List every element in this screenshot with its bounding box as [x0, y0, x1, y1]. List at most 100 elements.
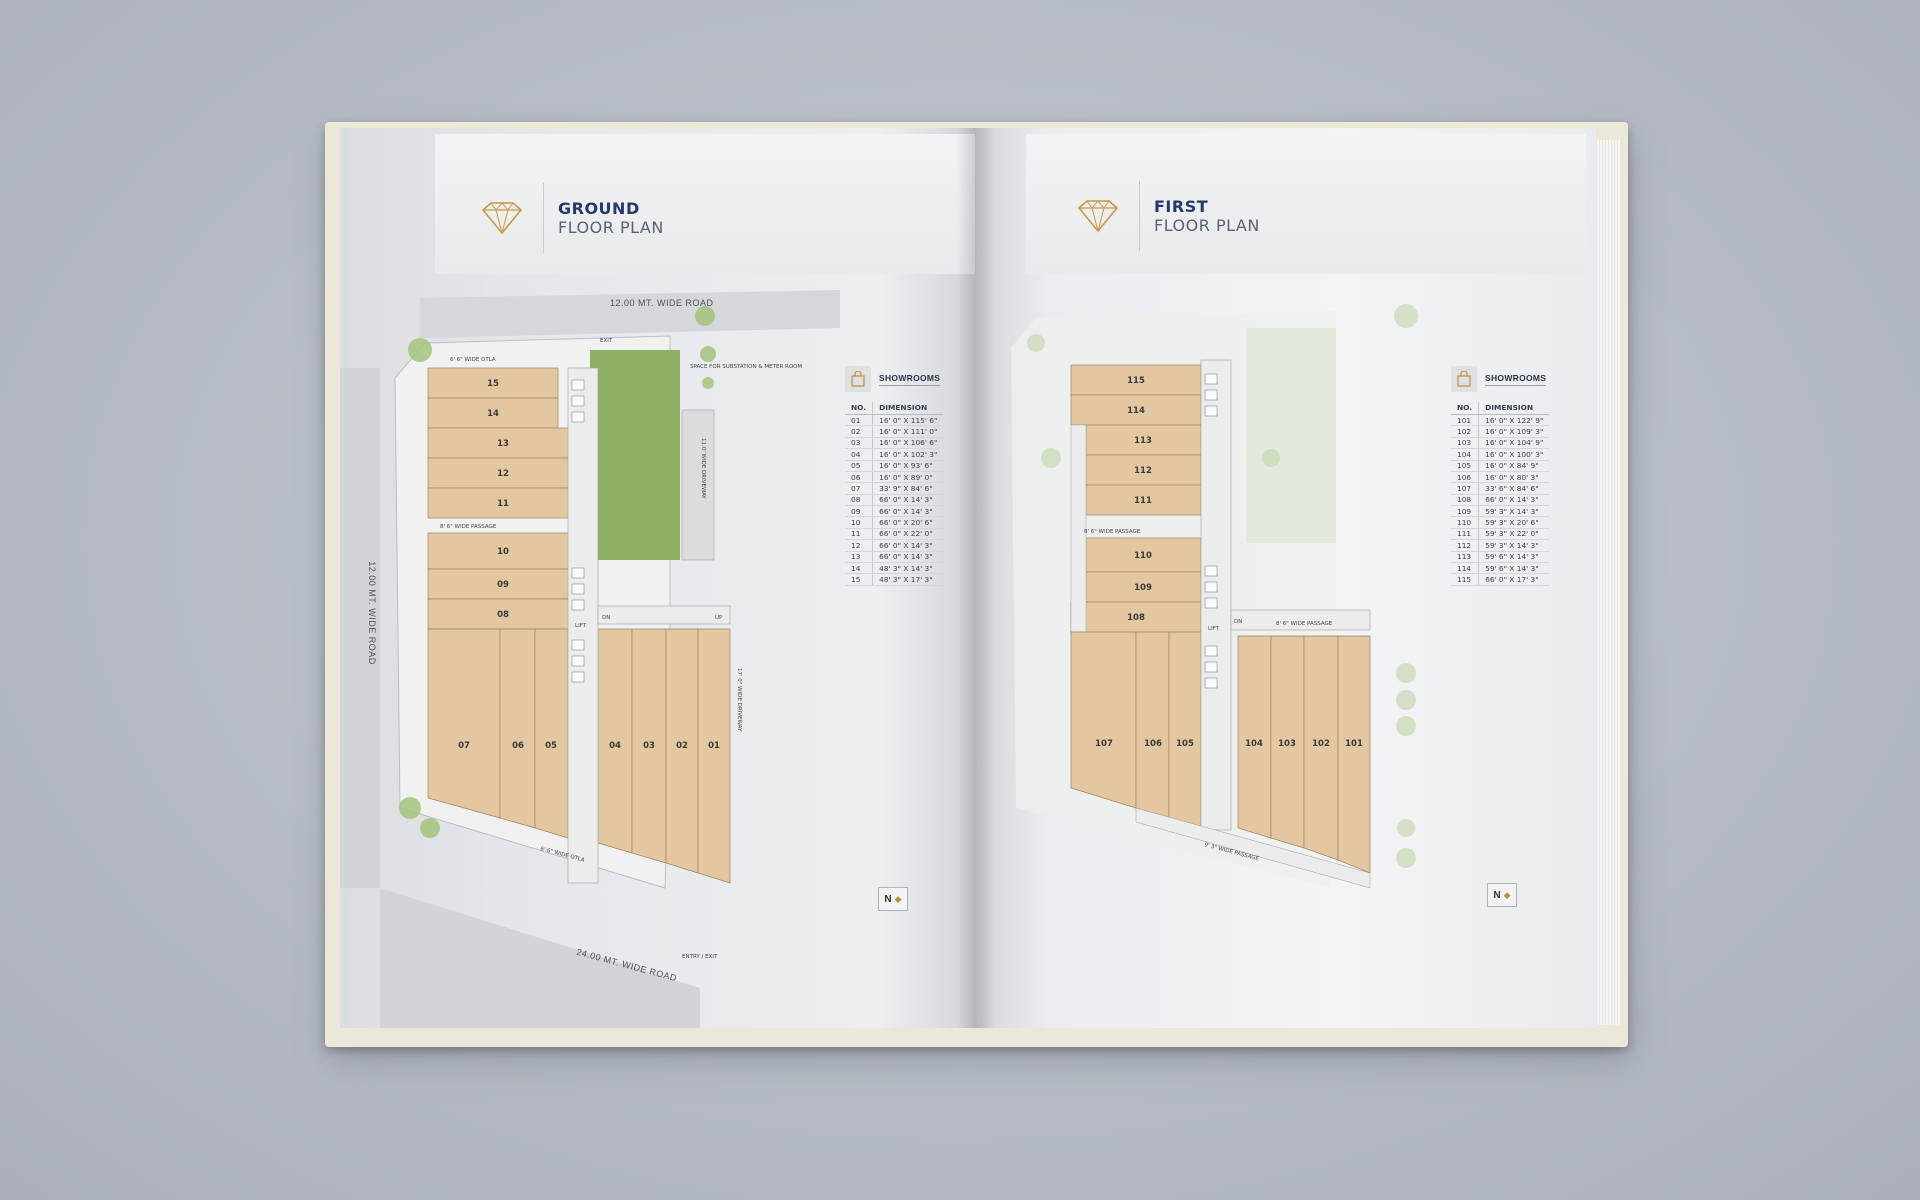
legend-title: SHOWROOMS: [1485, 373, 1547, 386]
book-gutter: [956, 128, 996, 1028]
unit-number-cell: 112: [1451, 539, 1480, 552]
unit-number-cell: 03: [845, 437, 874, 450]
unit-number-cell: 14: [845, 562, 874, 575]
right-header-band: [1026, 134, 1586, 274]
unit-number-cell: 108: [1451, 494, 1480, 507]
left-title-block: GROUND FLOOR PLAN: [475, 183, 664, 253]
unit-label: 112: [1134, 466, 1152, 476]
central-garden: [590, 350, 680, 560]
unit-label: 103: [1278, 739, 1296, 749]
page-title-line1: FIRST: [1154, 197, 1209, 216]
unit-number-cell: 05: [845, 460, 874, 472]
table-header: DIMENSION: [1478, 402, 1550, 415]
unit-label: 08: [497, 610, 509, 620]
legend-title: SHOWROOMS: [879, 373, 941, 386]
dimension-cell: 16' 0" X 89' 0": [872, 471, 944, 484]
garden-ghost: [1246, 328, 1336, 543]
top-road: [420, 290, 840, 338]
dimension-cell: 16' 0" X 100' 3": [1478, 448, 1550, 461]
connector-passage: [1230, 609, 1371, 631]
dimension-cell: 16' 0" X 84' 9": [1478, 460, 1550, 472]
unit-number-cell: 110: [1451, 516, 1480, 529]
unit-number-cell: 02: [845, 425, 874, 438]
bottom-road: [380, 888, 700, 1028]
otla-label: 6' 6" WIDE OTLA: [450, 357, 496, 363]
unit-label: 09: [497, 580, 509, 590]
lower-units: [1070, 631, 1371, 874]
page-title-line2: FLOOR PLAN: [558, 218, 664, 237]
exit-label: EXIT: [600, 338, 613, 344]
north-label: N: [884, 893, 892, 905]
dimension-cell: 59' 3" X 14' 3": [1478, 539, 1550, 552]
dimension-cell: 59' 6" X 14' 3": [1478, 562, 1550, 575]
page-title-line1: GROUND: [558, 199, 640, 218]
dimension-cell: 66' 0" X 14' 3": [872, 505, 944, 518]
unit-number-cell: 11: [845, 528, 874, 541]
road-label-left: 12.00 MT. WIDE ROAD: [366, 561, 377, 665]
north-indicator: N◆: [878, 887, 908, 911]
page-title-line2: FLOOR PLAN: [1154, 216, 1260, 235]
unit-label: 12: [497, 469, 509, 479]
upper-units: [1070, 364, 1202, 633]
unit-label: 104: [1245, 739, 1263, 749]
lower-units: [427, 628, 731, 884]
unit-label: 106: [1144, 739, 1162, 749]
unit-number-cell: 13: [845, 551, 874, 563]
unit-number-cell: 09: [845, 505, 874, 518]
connector-passage: [597, 605, 731, 625]
unit-number-cell: 111: [1451, 528, 1480, 541]
left-header-band: [435, 134, 975, 274]
compass-icon: ◆: [1503, 889, 1511, 900]
dimension-cell: 66' 0" X 14' 3": [872, 539, 944, 552]
unit-label: 15: [487, 379, 499, 389]
unit-number-cell: 06: [845, 471, 874, 484]
passage-label: 8' 6" WIDE PASSAGE: [1276, 621, 1333, 627]
dimension-cell: 66' 0" X 20' 6": [872, 516, 944, 529]
unit-number-cell: 08: [845, 494, 874, 507]
unit-labels: 115 114 113 112 111 110 109 108 107 106 …: [1095, 376, 1363, 749]
entry-exit-label: ENTRY / EXIT: [682, 954, 718, 960]
first-floor-plan: 115 114 113 112 111 110 109 108 107 106 …: [1011, 304, 1418, 889]
unit-number-cell: 10: [845, 516, 874, 529]
unit-label: 113: [1134, 436, 1152, 446]
road-label-top: 12.00 MT. WIDE ROAD: [610, 298, 714, 308]
unit-number-cell: 04: [845, 448, 874, 461]
core-passage: [1200, 359, 1232, 831]
unit-label: 10: [497, 547, 509, 557]
unit-label: 111: [1134, 496, 1152, 506]
diamond-icon: [481, 202, 523, 235]
driveway-label: 11.0' WIDE DRIVEWAY: [700, 438, 706, 499]
lift-label: LIFT: [575, 623, 587, 629]
unit-number-cell: 105: [1451, 460, 1480, 472]
unit-label: 107: [1095, 739, 1113, 749]
dimension-cell: 16' 0" X 111' 0": [872, 425, 944, 438]
unit-label: 11: [497, 499, 509, 509]
passage-label: 8' 6" WIDE PASSAGE: [1084, 529, 1141, 535]
unit-number-cell: 106: [1451, 471, 1480, 484]
shopping-bag-icon: [1451, 366, 1477, 392]
unit-label: 04: [609, 741, 621, 751]
north-label: N: [1493, 889, 1501, 901]
dimension-cell: 66' 0" X 22' 0": [872, 528, 944, 541]
unit-number-cell: 107: [1451, 482, 1480, 495]
dimension-cell: 16' 0" X 115' 6": [872, 414, 944, 427]
unit-label: 07: [458, 741, 470, 751]
unit-label: 05: [545, 741, 557, 751]
